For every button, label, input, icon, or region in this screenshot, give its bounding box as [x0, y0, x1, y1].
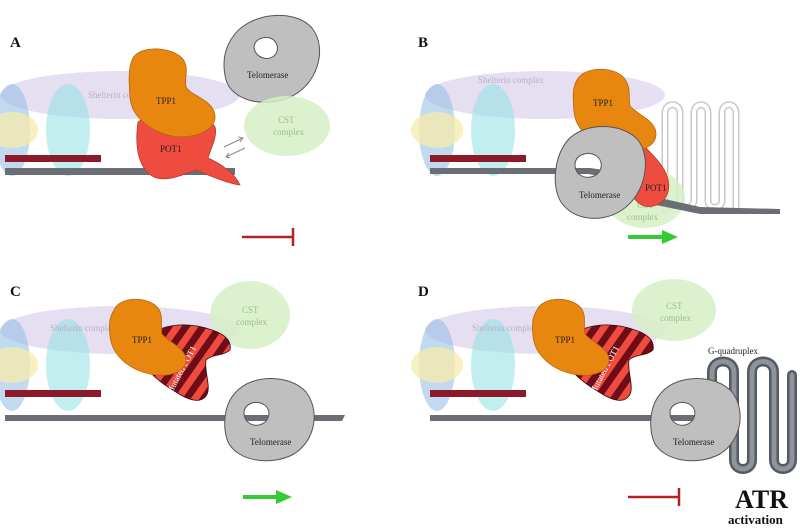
panel-b: B Shelterin complex CST complex POT1 TPP… — [411, 35, 780, 244]
panel-c-letter: C — [10, 284, 21, 300]
pot1-label-a: POT1 — [160, 144, 182, 154]
inhibit-arrow-d — [628, 488, 681, 506]
binding-arrows-a — [223, 136, 246, 159]
cst-label-c-1: CST — [242, 305, 259, 315]
tpp1-d — [532, 298, 610, 376]
telomerase-b — [554, 126, 646, 219]
atr-activation-label: activation — [728, 512, 784, 527]
telomerase-a — [223, 14, 321, 103]
telomerase-label-a: Telomerase — [247, 70, 288, 80]
g-quadruplex-label: G-quadruplex — [708, 346, 758, 356]
panel-c: C Shelterin complex CST complex Mutated … — [0, 281, 345, 504]
shelterin-label-b: Shelterin complex — [478, 75, 544, 85]
tpp1-label-a: TPP1 — [156, 96, 176, 106]
telomere-dna-c — [5, 415, 345, 421]
panel-a: A Shelterin complex POT1 TPP1 Telomerase… — [0, 14, 330, 246]
telomerase-c — [224, 378, 315, 462]
telomerase-d — [650, 378, 741, 462]
tpp1-label-c: TPP1 — [132, 335, 152, 345]
cst-label-c-2: complex — [236, 317, 267, 327]
telomere-dna-b — [430, 168, 780, 214]
cst-label-d-1: CST — [666, 301, 683, 311]
telomere-dna-d — [430, 415, 700, 421]
activate-arrow-c — [243, 490, 292, 504]
tpp1-label-b: TPP1 — [593, 98, 613, 108]
cst-label-d-2: complex — [660, 313, 691, 323]
shelterin-label-a: Shelterin complex — [88, 90, 154, 100]
pot1-label-b: POT1 — [645, 183, 667, 193]
atr-label: ATR — [735, 485, 788, 514]
cst-complex-d — [632, 279, 716, 341]
cst-complex-c — [210, 281, 290, 349]
telomerase-label-b: Telomerase — [579, 190, 620, 200]
shelterin-label-c: Shelterin complex — [50, 323, 116, 333]
inhibit-arrow-a — [242, 228, 295, 246]
telomere-dna-a — [5, 168, 235, 175]
tpp1-c — [109, 298, 187, 376]
panel-d-letter: D — [418, 284, 429, 300]
cst-label-a-1: CST — [278, 115, 295, 125]
cst-complex-a — [244, 96, 330, 156]
shelterin-label-d: Shelterin complex — [472, 323, 538, 333]
panel-d: D Shelterin complex CST complex G-quadru… — [411, 279, 797, 527]
cst-label-a-2: complex — [273, 127, 304, 137]
panel-a-letter: A — [10, 35, 21, 51]
tpp1-label-d: TPP1 — [555, 335, 575, 345]
activate-arrow-b — [628, 230, 678, 244]
cst-label-b-2: complex — [627, 212, 658, 222]
panel-b-letter: B — [418, 35, 428, 51]
telomerase-label-c: Telomerase — [250, 437, 291, 447]
telomerase-label-d: Telomerase — [673, 437, 714, 447]
